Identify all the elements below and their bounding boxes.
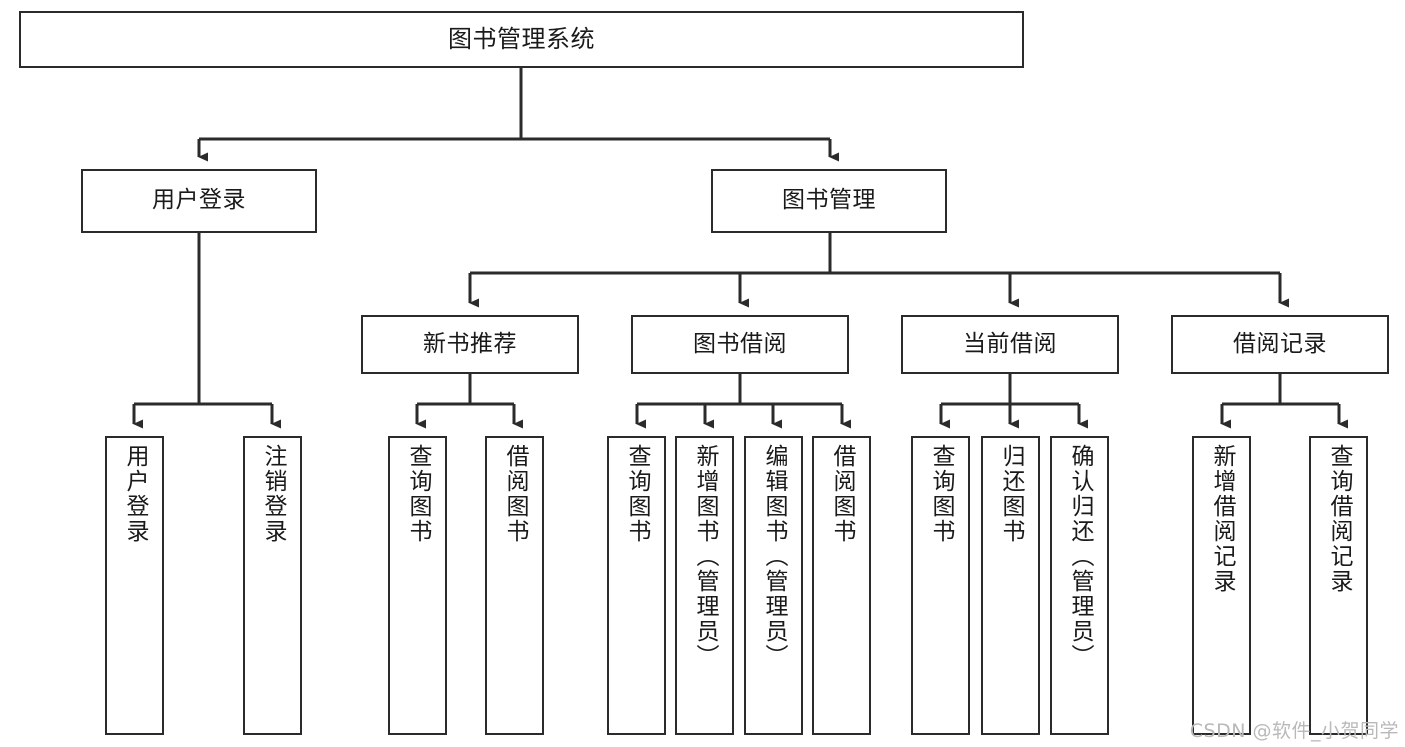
node-book-borrow[interactable]: 图书借阅 bbox=[631, 315, 849, 374]
leaf-current-return-book[interactable]: 归还图书 bbox=[981, 436, 1040, 735]
leaf-borrow-borrow-book[interactable]: 借阅图书 bbox=[812, 436, 871, 735]
node-label: 查询借阅记录 bbox=[1326, 444, 1352, 594]
leaf-recommend-query-book[interactable]: 查询图书 bbox=[388, 436, 447, 735]
node-label: 用户登录 bbox=[122, 444, 148, 544]
node-label: 图书管理 bbox=[782, 187, 876, 214]
node-label: 查询图书 bbox=[405, 444, 431, 544]
leaf-recommend-borrow-book[interactable]: 借阅图书 bbox=[485, 436, 544, 735]
leaf-borrow-query-book[interactable]: 查询图书 bbox=[607, 436, 666, 735]
leaf-borrow-add-book-admin[interactable]: 新增图书（管理员） bbox=[675, 436, 734, 735]
node-label: 图书借阅 bbox=[693, 330, 787, 357]
node-label: 新增借阅记录 bbox=[1209, 444, 1235, 594]
leaf-current-confirm-return-admin[interactable]: 确认归还（管理员） bbox=[1050, 436, 1109, 735]
node-label: 归还图书 bbox=[998, 444, 1024, 544]
node-label: 图书管理系统 bbox=[448, 25, 595, 54]
node-label: 查询图书 bbox=[624, 444, 650, 544]
node-label: 借阅图书 bbox=[502, 444, 528, 544]
leaf-record-add-record[interactable]: 新增借阅记录 bbox=[1192, 436, 1251, 735]
node-label: 当前借阅 bbox=[963, 330, 1057, 357]
node-label: 新书推荐 bbox=[423, 330, 517, 357]
node-new-book-recommend[interactable]: 新书推荐 bbox=[361, 315, 579, 374]
leaf-current-query-book[interactable]: 查询图书 bbox=[911, 436, 970, 735]
node-label: 用户登录 bbox=[152, 187, 246, 214]
node-label: 查询图书 bbox=[928, 444, 954, 544]
node-label: 注销登录 bbox=[260, 444, 286, 544]
node-label: 新增图书（管理员） bbox=[692, 444, 718, 669]
node-label: 借阅记录 bbox=[1233, 330, 1327, 357]
node-label: 编辑图书（管理员） bbox=[761, 444, 787, 669]
leaf-record-query-record[interactable]: 查询借阅记录 bbox=[1309, 436, 1368, 735]
node-user-login[interactable]: 用户登录 bbox=[81, 169, 317, 233]
leaf-user-login-logout[interactable]: 注销登录 bbox=[243, 436, 302, 735]
node-borrow-record[interactable]: 借阅记录 bbox=[1171, 315, 1389, 374]
leaf-borrow-edit-book-admin[interactable]: 编辑图书（管理员） bbox=[744, 436, 803, 735]
node-label: 确认归还（管理员） bbox=[1067, 444, 1093, 669]
node-current-borrow[interactable]: 当前借阅 bbox=[901, 315, 1119, 374]
node-label: 借阅图书 bbox=[829, 444, 855, 544]
leaf-user-login-login[interactable]: 用户登录 bbox=[105, 436, 164, 735]
node-root-system[interactable]: 图书管理系统 bbox=[19, 11, 1024, 68]
node-book-management[interactable]: 图书管理 bbox=[711, 169, 947, 233]
